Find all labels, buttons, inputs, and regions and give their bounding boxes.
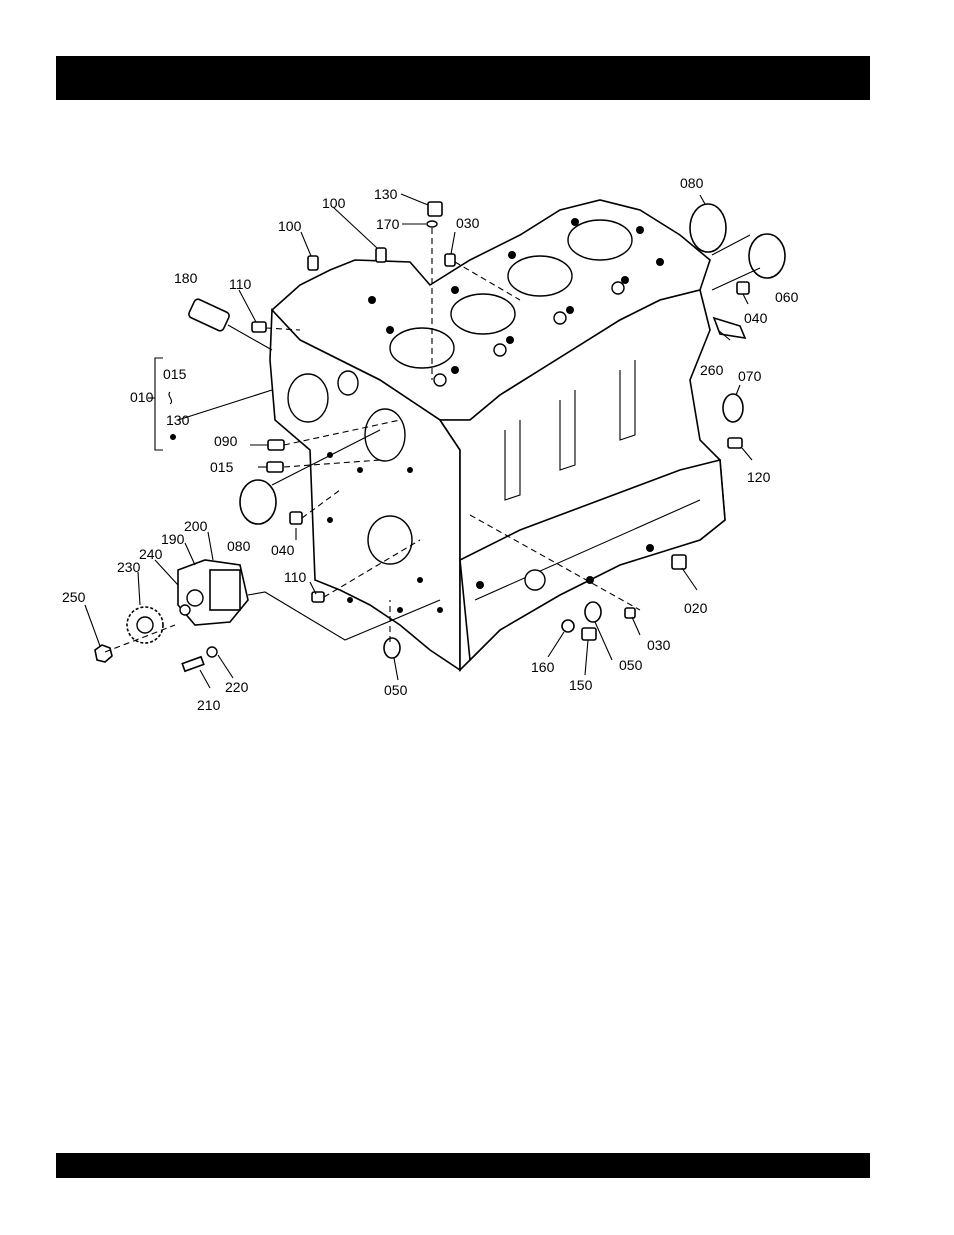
part-070 xyxy=(723,394,743,422)
part-180 xyxy=(188,298,231,332)
callout-250: 250 xyxy=(62,589,86,605)
callout-070: 070 xyxy=(738,368,762,384)
callout-090: 090 xyxy=(214,433,238,449)
callout-180: 180 xyxy=(174,270,198,286)
part-120 xyxy=(728,438,742,448)
callout-150: 150 xyxy=(569,677,593,693)
callout-110-top: 110 xyxy=(229,276,252,292)
callout-240: 240 xyxy=(139,546,163,562)
part-110-bottom xyxy=(312,592,324,602)
part-260 xyxy=(714,318,745,338)
part-080-left xyxy=(240,480,276,524)
part-170-oring xyxy=(427,221,437,227)
callout-015: 015 xyxy=(210,459,234,475)
callout-130-bracket: 130 xyxy=(166,412,190,428)
callout-040-left: 040 xyxy=(271,542,295,558)
callout-260: 260 xyxy=(700,362,724,378)
part-130-plug xyxy=(428,202,442,216)
callout-200: 200 xyxy=(184,518,208,534)
part-150 xyxy=(582,628,596,640)
part-050-left xyxy=(384,638,400,658)
callout-170: 170 xyxy=(376,216,400,232)
part-060 xyxy=(749,234,785,278)
callout-120: 120 xyxy=(747,469,771,485)
part-100-left xyxy=(308,256,318,270)
part-130-ball xyxy=(170,434,176,440)
callout-230: 230 xyxy=(117,559,141,575)
part-040-right xyxy=(737,282,749,294)
callout-030-bottom: 030 xyxy=(647,637,671,653)
callout-220: 220 xyxy=(225,679,249,695)
callout-030-top: 030 xyxy=(456,215,480,231)
callout-130-top: 130 xyxy=(374,186,398,202)
part-090 xyxy=(268,440,284,450)
callout-020: 020 xyxy=(684,600,708,616)
part-015 xyxy=(267,462,283,472)
callout-050-left: 050 xyxy=(384,682,408,698)
callout-100-left: 100 xyxy=(278,218,302,234)
callout-010: 010 xyxy=(130,389,154,405)
callout-110-bottom: 110 xyxy=(284,569,307,585)
part-030-bottom xyxy=(625,608,635,618)
callout-050-right: 050 xyxy=(619,657,643,673)
callout-080-top: 080 xyxy=(680,175,704,191)
callout-060: 060 xyxy=(775,289,799,305)
callout-040-right: 040 xyxy=(744,310,768,326)
part-110-top xyxy=(252,322,266,332)
footer-bar xyxy=(56,1153,870,1178)
callout-210: 210 xyxy=(197,697,221,713)
callout-190: 190 xyxy=(161,531,185,547)
part-160 xyxy=(562,620,574,632)
part-020 xyxy=(672,555,686,569)
cylinder-block xyxy=(270,200,725,670)
callout-080-left: 080 xyxy=(227,538,251,554)
part-050-right xyxy=(585,602,601,622)
part-080-top xyxy=(690,204,726,252)
oil-pump-assembly xyxy=(95,560,248,671)
callout-100-right: 100 xyxy=(322,195,346,211)
callout-015-bracket: 015 xyxy=(163,366,187,382)
part-100-right xyxy=(376,248,386,262)
part-040-left xyxy=(290,512,302,524)
callout-160: 160 xyxy=(531,659,555,675)
part-030-top xyxy=(445,254,455,266)
